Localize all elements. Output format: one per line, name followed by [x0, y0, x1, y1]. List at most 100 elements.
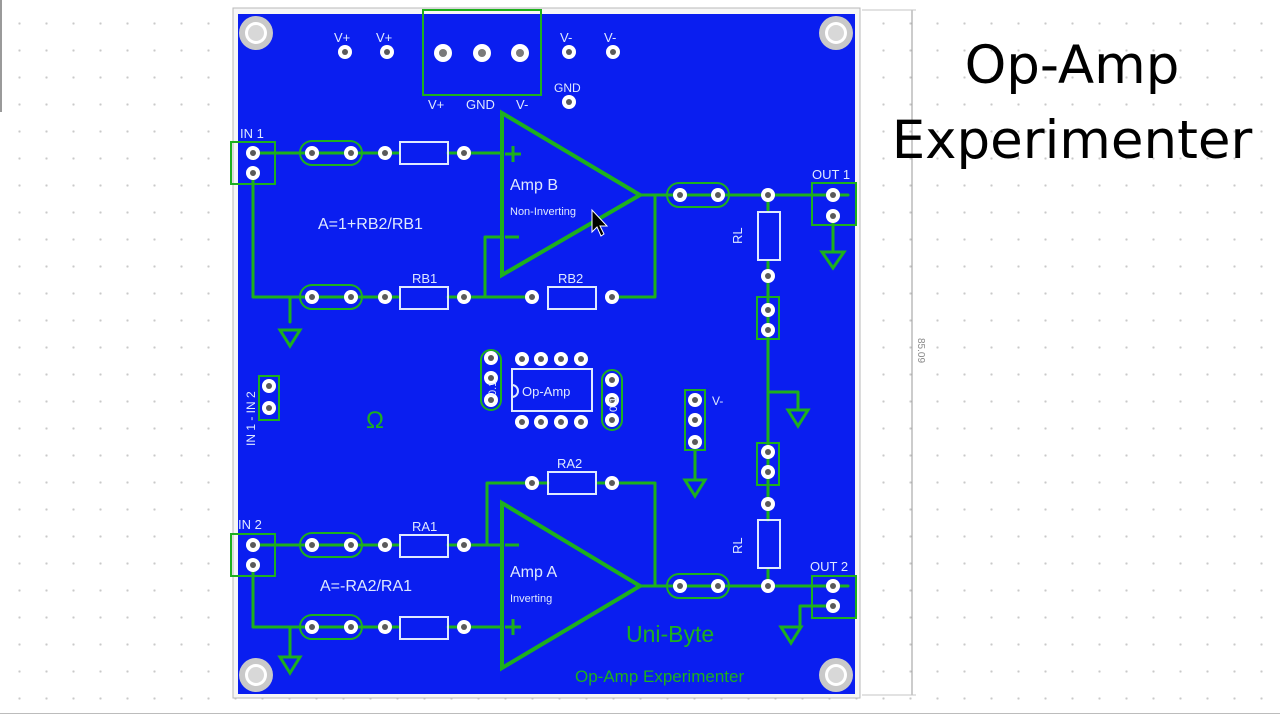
pad-hole [558, 419, 564, 425]
pad-hole [609, 397, 615, 403]
pad-hole [488, 355, 494, 361]
pad-hole [609, 480, 615, 486]
pad-hole [765, 449, 771, 455]
label-out2: OUT 2 [810, 559, 848, 574]
pad-hole [830, 213, 836, 219]
label-ra1: RA1 [412, 519, 437, 534]
pad-hole [578, 419, 584, 425]
resistor-ra2 [547, 471, 597, 495]
ground-icon [785, 408, 811, 429]
pad-hole [692, 439, 698, 445]
resistor-rb-in [399, 141, 449, 165]
brand-text: Uni-Byte [626, 621, 714, 647]
pad-hole [309, 150, 315, 156]
label-vminus-1: V- [560, 30, 572, 45]
pad-hole [250, 542, 256, 548]
pad-hole [348, 294, 354, 300]
board-name-text: Op-Amp Experimenter [575, 667, 744, 686]
resistor-rb2 [547, 286, 597, 310]
pad-hole [250, 562, 256, 568]
label-ra2: RA2 [557, 456, 582, 471]
board-copper-fill [238, 14, 855, 694]
label-amp-a-mode: Inverting [510, 593, 552, 605]
ground-icon [277, 328, 303, 349]
silkscreen-labels: V+ V+ V- V- V+ GND V- GND IN 1 IN 2 OUT … [238, 30, 850, 605]
label-terminal-gnd: GND [466, 97, 495, 112]
logo-omega-icon: Ω [366, 407, 384, 434]
pad-hole [342, 49, 348, 55]
pads [246, 45, 840, 634]
pad-hole [692, 417, 698, 423]
pad-hole [519, 356, 525, 362]
label-amp-b: Amp B [510, 177, 558, 194]
pad-hole [765, 192, 771, 198]
label-vminus-2: V- [604, 30, 616, 45]
resistor-ra-in [399, 616, 449, 640]
pad-hole [765, 469, 771, 475]
title-line-1: Op-Amp [964, 35, 1180, 96]
resistor-rl-bottom [757, 519, 781, 569]
resistor-outlines [230, 140, 857, 640]
label-vplus-1: V+ [334, 30, 350, 45]
pad-hole [309, 294, 315, 300]
label-terminal-vminus: V- [516, 97, 528, 112]
label-v-minus-header: V- [712, 394, 723, 408]
label-rl-top: RL [730, 227, 745, 244]
label-rb2: RB2 [558, 271, 583, 286]
pad-hole [609, 294, 615, 300]
pad-hole [677, 192, 683, 198]
label-gain-b: A=1+RB2/RB1 [318, 216, 423, 233]
title-line-2: Experimenter [891, 110, 1253, 171]
ic-notch [511, 384, 519, 398]
pad-hole [715, 583, 721, 589]
pad-hole [382, 294, 388, 300]
pad-hole [384, 49, 390, 55]
pad-hole [765, 501, 771, 507]
amp-a-symbol [500, 499, 644, 672]
label-terminal-vplus: V+ [428, 97, 444, 112]
pad-hole [461, 150, 467, 156]
pad-hole [578, 356, 584, 362]
label-amp-b-mode: Non-Inverting [510, 206, 576, 218]
pad-hole [529, 480, 535, 486]
pad-hole [538, 419, 544, 425]
pad-hole [382, 150, 388, 156]
label-gnd-pad: GND [554, 81, 581, 95]
pad-hole [830, 192, 836, 198]
pad-hole [348, 542, 354, 548]
label-cap-left: 0.1 [487, 381, 499, 396]
pad-hole [765, 307, 771, 313]
power-terminal-block[interactable] [422, 9, 542, 96]
label-amp-a: Amp A [510, 564, 557, 581]
canvas-bottom-edge [0, 713, 1280, 714]
window-edge [0, 0, 2, 112]
pad-hole [488, 375, 494, 381]
pad-hole [461, 542, 467, 548]
pad-hole [382, 624, 388, 630]
pad-hole [765, 273, 771, 279]
pad-hole [461, 294, 467, 300]
ground-icon [819, 250, 847, 271]
pad-hole [765, 327, 771, 333]
pad-hole [266, 383, 272, 389]
label-rb1: RB1 [412, 271, 437, 286]
ground-symbols [277, 250, 847, 676]
pad-hole [715, 192, 721, 198]
pad-hole [250, 170, 256, 176]
label-gain-a: A=-RA2/RA1 [320, 578, 412, 595]
pad-hole [348, 624, 354, 630]
amp-b-symbol [500, 109, 644, 279]
label-in-bridge: IN 1 - IN 2 [244, 391, 258, 446]
resistor-rb1 [399, 286, 449, 310]
label-rl-bottom: RL [730, 537, 745, 554]
pad-hole [566, 49, 572, 55]
pad-hole [519, 419, 525, 425]
pad-hole [348, 150, 354, 156]
pad-hole [609, 377, 615, 383]
label-in1: IN 1 [240, 126, 264, 141]
resistor-rl-top [757, 211, 781, 261]
pad-hole [529, 294, 535, 300]
label-vplus-2: V+ [376, 30, 392, 45]
pad-hole [677, 583, 683, 589]
